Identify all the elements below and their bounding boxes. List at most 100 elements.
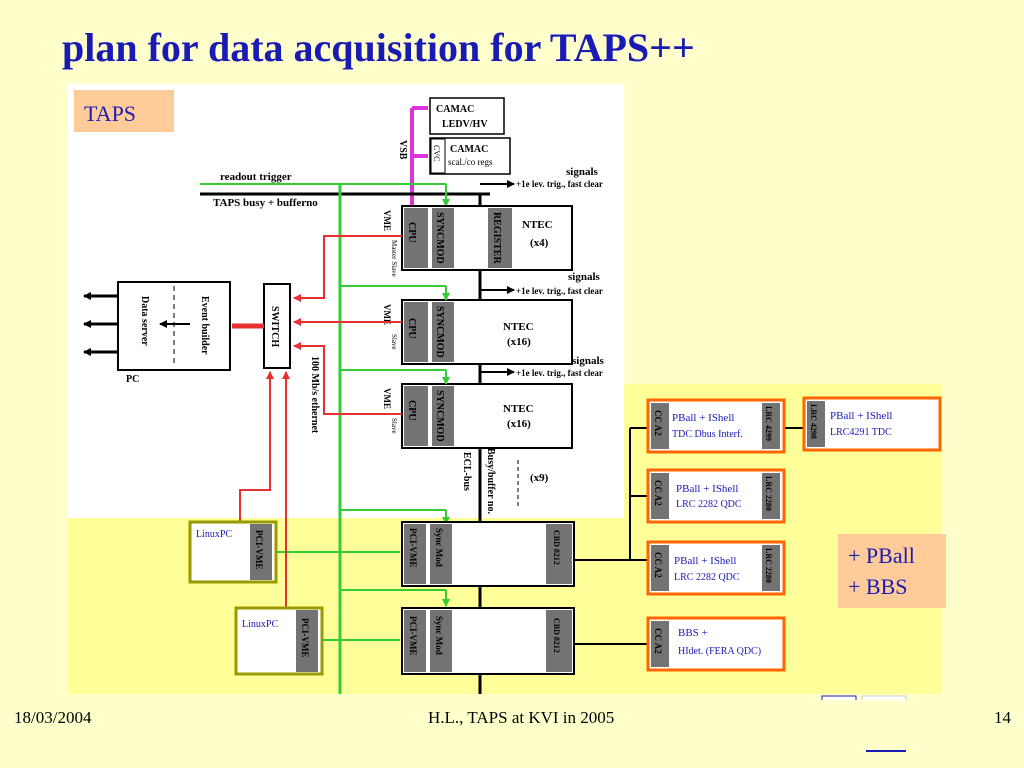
crate-1-vme: VME xyxy=(382,210,392,231)
crate-1-cpu xyxy=(404,208,428,268)
linuxpc-1-label: LinuxPC xyxy=(196,529,232,540)
pball-4-left: CC A2 xyxy=(653,628,663,654)
nav-prev-button[interactable] xyxy=(821,695,857,700)
crate-1-register-label: REGISTER xyxy=(491,212,502,264)
crate-5-pcivme xyxy=(404,610,426,672)
crate-2 xyxy=(401,299,573,365)
crate-3-ntec-count: (x16) xyxy=(507,418,531,430)
signals-line-2: +1e lev. trig., fast clear xyxy=(516,286,603,296)
pball-3-line2: LRC 2282 QDC xyxy=(674,572,740,583)
camac-scal-line1: CAMAC xyxy=(450,144,488,155)
pball-extra-box xyxy=(802,396,942,452)
daq-diagram: TAPS CAMAC LEDV/HV CVC CAMAC scal./co re… xyxy=(68,84,946,700)
pball-2-right: LRC 2280 xyxy=(764,476,773,511)
crate-4-pcivme-label: PCI-VME xyxy=(408,528,418,568)
cvc-module xyxy=(430,138,446,174)
signals-line-3: +1e lev. trig., fast clear xyxy=(516,368,603,378)
x9-label: (x9) xyxy=(530,472,549,484)
crate-2-cpu xyxy=(404,302,428,362)
taps-label: TAPS xyxy=(84,101,136,126)
slide-footer: 18/03/2004 H.L., TAPS at KVI in 2005 14 xyxy=(0,700,1024,740)
slide-title: plan for data acquisition for TAPS++ xyxy=(62,25,695,70)
pball-3-line1: PBall + IShell xyxy=(674,555,736,567)
crate-1-cpu-label: CPU xyxy=(406,222,417,243)
crate-1-ntec-count: (x4) xyxy=(530,237,549,249)
pball-3-left: CC A2 xyxy=(653,552,663,578)
pc-label: PC xyxy=(126,374,139,385)
crate-3-ntec-name: NTEC xyxy=(503,403,534,415)
switch-box xyxy=(263,283,291,369)
camac-scal-line2: scal./co regs xyxy=(448,157,493,167)
crate-4-sync-label: Sync Mod xyxy=(434,528,444,567)
crate-4-pcivme xyxy=(404,524,426,584)
pball-2-left: CC A2 xyxy=(653,480,663,506)
pball-box-4 xyxy=(646,616,786,672)
crate-1-master-slave: Master Slave xyxy=(390,240,398,277)
crate-2-syncmod xyxy=(432,302,454,362)
busy-buffer-label: Busy/buffer no. xyxy=(485,448,496,514)
pball-bbs-box xyxy=(838,534,946,608)
pball-bbs-line1: + PBall xyxy=(848,543,915,568)
red-line-4 xyxy=(239,371,274,522)
pball-bbs-line2: + BBS xyxy=(848,574,908,599)
crate-2-vme: VME xyxy=(382,304,392,325)
crate-1-syncmod-label: SYNCMOD xyxy=(434,212,445,264)
red-line-3 xyxy=(293,342,402,415)
red-line-1 xyxy=(293,235,402,302)
pball-extra-line2: LRC4291 TDC xyxy=(830,427,892,438)
pball-extra-left: LRC 4298 xyxy=(809,404,818,439)
pball-1-left: CC A2 xyxy=(653,410,663,436)
signals-line-1: +1e lev. trig., fast clear xyxy=(516,179,603,189)
crate-4-cbd xyxy=(546,524,572,584)
linuxpc-2-label: LinuxPC xyxy=(242,619,278,630)
crate-2-ntec-name: NTEC xyxy=(503,321,534,333)
pball-box-2 xyxy=(646,468,786,524)
camac-top-line1: CAMAC xyxy=(436,104,474,115)
pball-4-line2: HIdet. (FERA QDC) xyxy=(678,646,761,657)
linuxpc-2-card xyxy=(296,610,318,672)
signals-label-2: signals xyxy=(568,271,601,283)
linuxpc-1-card xyxy=(250,524,272,580)
footer-center: H.L., TAPS at KVI in 2005 xyxy=(428,708,615,727)
crate-3-syncmod xyxy=(432,386,454,446)
readout-trigger-label: readout trigger xyxy=(220,171,292,183)
pball-2-line2: LRC 2282 QDC xyxy=(676,499,742,510)
ecl-bus-label: ECL-bus xyxy=(461,452,472,491)
vsb-label: VSB xyxy=(397,140,408,160)
crate-4-cbd-label: CBD 8212 xyxy=(552,530,561,565)
crate-2-slave: Slave xyxy=(390,334,398,350)
linuxpc-2-card-label: PCI-VME xyxy=(300,618,310,658)
crate-5-pcivme-label: PCI-VME xyxy=(408,616,418,656)
pc-event-builder: Event builder xyxy=(199,296,210,355)
crate-1-ntec-name: NTEC xyxy=(522,219,553,231)
pball-box-1 xyxy=(646,398,786,454)
ethernet-label: 100 Mb/s ethernet xyxy=(309,356,320,434)
camac-top-line2: LEDV/HV xyxy=(442,119,488,130)
taps-busy-label: TAPS busy + bufferno xyxy=(213,197,318,209)
crate-2-cpu-label: CPU xyxy=(406,318,417,339)
footer-link-bar[interactable] xyxy=(866,744,906,752)
crate-3 xyxy=(401,383,573,449)
nav-next-button[interactable] xyxy=(861,695,907,700)
crate-1-syncmod xyxy=(432,208,454,268)
crate-5-syncmod xyxy=(430,610,452,672)
taps-label-box xyxy=(74,90,174,132)
crate-3-slave: Slave xyxy=(390,418,398,434)
pball-extra-line1: PBall + IShell xyxy=(830,410,892,422)
camac-top-box xyxy=(429,97,505,135)
crate-2-syncmod-label: SYNCMOD xyxy=(434,306,445,358)
crate-3-vme: VME xyxy=(382,388,392,409)
pball-1-line2: TDC Dbus Interf. xyxy=(672,429,743,440)
crate-5-cbd-label: CBD 8212 xyxy=(552,618,561,653)
crate-5-sync-label: Sync Mod xyxy=(434,616,444,655)
pball-4-line1: BBS + xyxy=(678,627,708,639)
switch-label: SWITCH xyxy=(269,306,280,347)
crate-3-cpu-label: CPU xyxy=(406,400,417,421)
crate-2-ntec-count: (x16) xyxy=(507,336,531,348)
crate-5-cbd xyxy=(546,610,572,672)
crate-3-cpu xyxy=(404,386,428,446)
footer-date: 18/03/2004 xyxy=(14,708,92,727)
cvc-label: CVC xyxy=(432,145,441,161)
crate-1 xyxy=(401,205,573,271)
pball-2-line1: PBall + IShell xyxy=(676,483,738,495)
